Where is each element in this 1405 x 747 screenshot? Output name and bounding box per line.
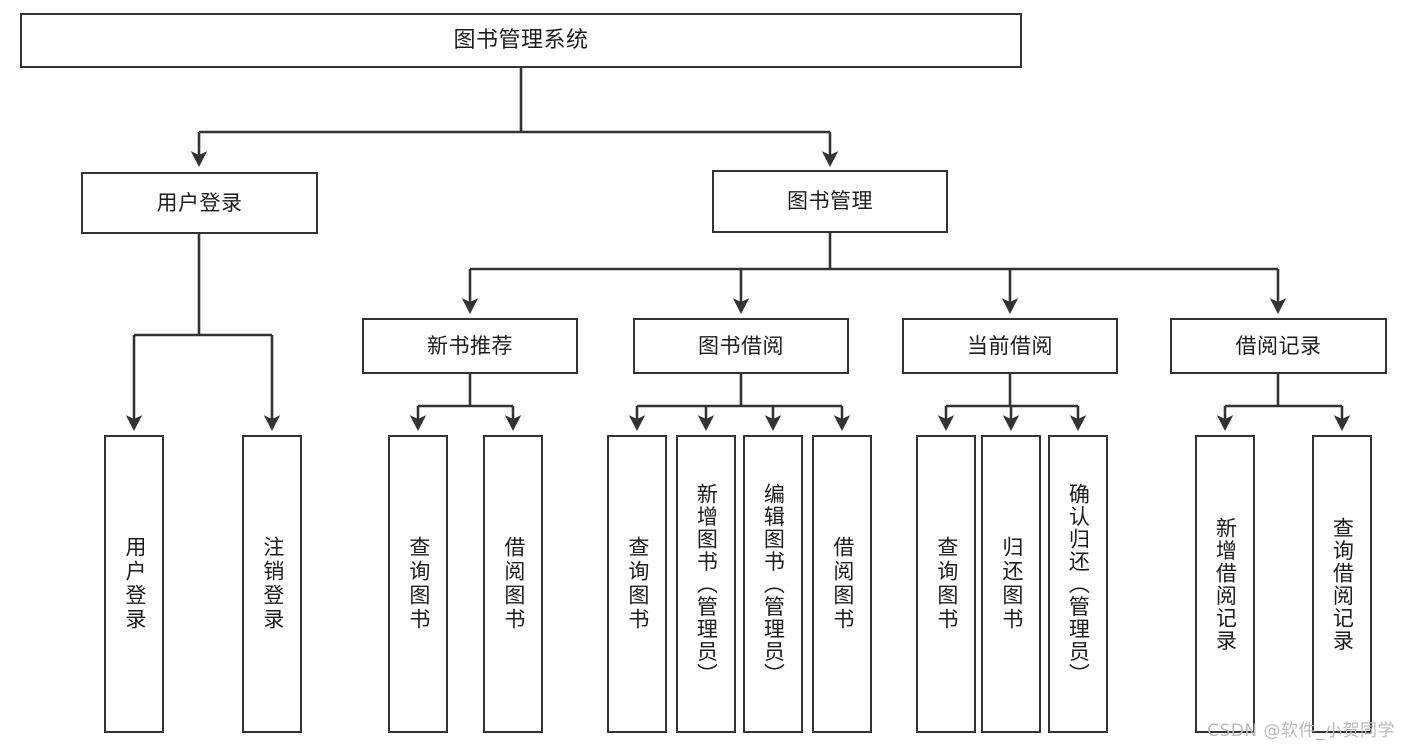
node-label: 当前借阅 (967, 333, 1053, 358)
node-new-book-recommend[interactable]: 新书推荐 (362, 318, 578, 374)
leaf-query-borrow-record[interactable]: 查询借阅记录 (1312, 435, 1372, 733)
node-label: 图书借阅 (698, 333, 784, 358)
leaf-borrow-book-recommend[interactable]: 借阅图书 (483, 435, 543, 733)
node-label: 确认归还（管理员） (1066, 482, 1091, 686)
node-label: 新书推荐 (427, 333, 513, 358)
node-label: 借阅图书 (501, 536, 526, 632)
node-label: 查询借阅记录 (1330, 516, 1355, 652)
leaf-query-book-borrow[interactable]: 查询图书 (607, 435, 667, 733)
leaf-user-login[interactable]: 用户登录 (104, 435, 164, 733)
leaf-confirm-return-admin[interactable]: 确认归还（管理员） (1048, 435, 1108, 733)
node-label: 查询图书 (406, 536, 431, 632)
watermark: CSDN @软件_小贺同学 (1207, 721, 1395, 741)
leaf-return-book[interactable]: 归还图书 (981, 435, 1041, 733)
node-label: 查询图书 (625, 536, 650, 632)
leaf-user-logout[interactable]: 注销登录 (242, 435, 302, 733)
leaf-add-borrow-record[interactable]: 新增借阅记录 (1195, 435, 1255, 733)
node-label: 用户登录 (122, 536, 147, 632)
leaf-edit-book-admin[interactable]: 编辑图书（管理员） (743, 435, 803, 733)
leaf-query-book-current[interactable]: 查询图书 (916, 435, 976, 733)
node-current-borrow[interactable]: 当前借阅 (902, 318, 1118, 374)
node-user-login[interactable]: 用户登录 (81, 172, 318, 234)
node-label: 新增借阅记录 (1213, 516, 1238, 652)
leaf-add-book-admin[interactable]: 新增图书（管理员） (676, 435, 736, 733)
node-label: 归还图书 (999, 536, 1024, 632)
node-label: 新增图书（管理员） (694, 482, 719, 686)
node-label: 用户登录 (156, 190, 243, 215)
node-book-borrow[interactable]: 图书借阅 (633, 318, 849, 374)
leaf-query-book-recommend[interactable]: 查询图书 (388, 435, 448, 733)
node-label: 图书管理系统 (453, 27, 589, 53)
leaf-borrow-book[interactable]: 借阅图书 (812, 435, 872, 733)
node-label: 图书管理 (787, 189, 873, 214)
node-label: 借阅记录 (1235, 333, 1322, 358)
node-book-management[interactable]: 图书管理 (712, 170, 948, 233)
node-label: 借阅图书 (830, 536, 855, 632)
node-root[interactable]: 图书管理系统 (20, 13, 1022, 68)
node-label: 编辑图书（管理员） (761, 482, 786, 686)
node-borrow-record[interactable]: 借阅记录 (1170, 318, 1387, 374)
node-label: 查询图书 (934, 536, 959, 632)
node-label: 注销登录 (260, 536, 285, 632)
